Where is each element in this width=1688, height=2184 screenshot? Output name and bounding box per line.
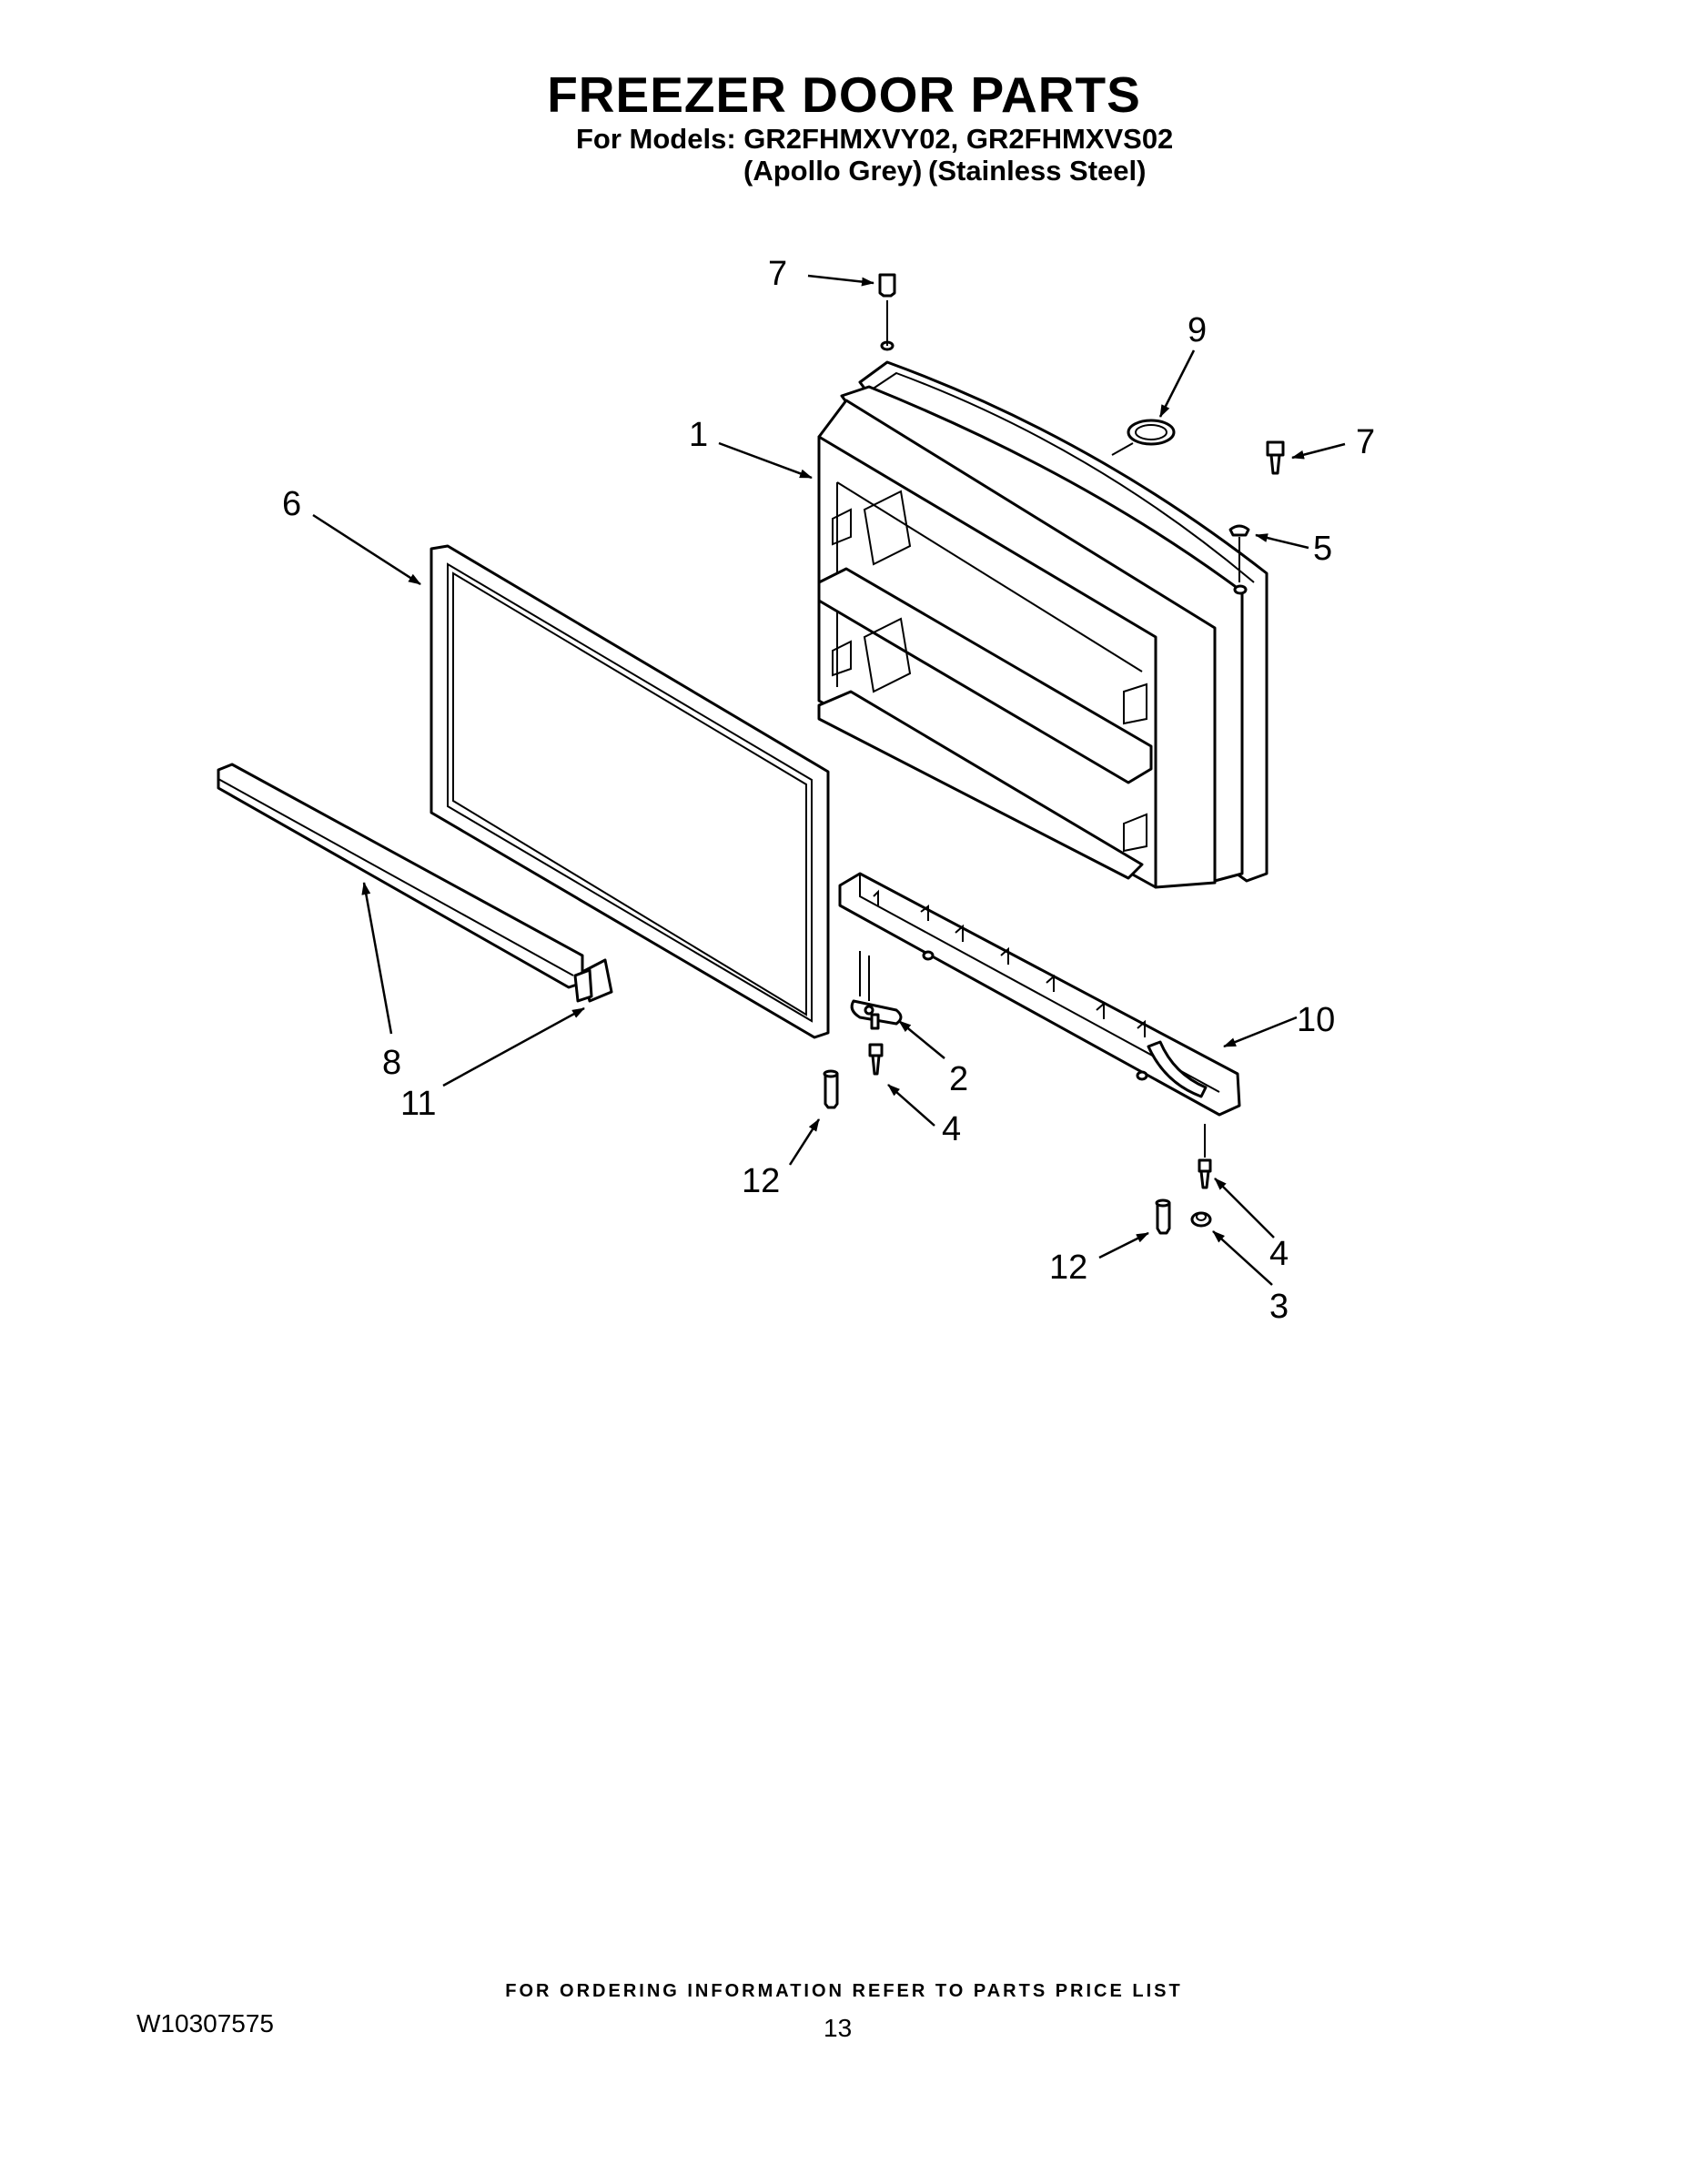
color-label-apollo-grey: (Apollo Grey) [743,155,923,187]
hinge-gasket-ring-part [1111,419,1176,456]
callout-labels: 7 9 1 7 5 6 8 11 10 2 4 12 4 3 12 [282,255,1375,1326]
callout-12-left: 12 [742,1162,780,1200]
callout-6: 6 [282,485,301,523]
callout-2: 2 [949,1060,968,1098]
document-number: W10307575 [136,2009,275,2037]
callout-12-right: 12 [1049,1249,1087,1287]
callout-11: 11 [400,1085,436,1123]
hole-plug-part [1228,524,1250,582]
callout-10: 10 [1297,1001,1335,1039]
color-label-stainless-steel: (Stainless Steel) [928,155,1147,187]
handle-nut-part [1190,1211,1212,1228]
callout-8: 8 [382,1044,401,1082]
callout-3: 3 [1269,1288,1289,1326]
door-liner-part [817,340,1269,889]
ordering-note: FOR ORDERING INFORMATION REFER TO PARTS … [505,1981,1183,2001]
callout-4-right: 4 [1269,1235,1289,1273]
trim-end-cap-part [573,958,613,1003]
callout-4-left: 4 [942,1110,961,1148]
handle-screw-part [1198,1124,1212,1189]
callout-7-top: 7 [768,255,787,293]
leader-lines [312,274,1346,1286]
shoulder-screw-left-part [823,1069,839,1109]
door-handle-part [838,872,1241,1117]
door-gasket-part [430,544,830,1039]
shoulder-screw-right-part [1155,1198,1171,1235]
page-number: 13 [824,2014,853,2042]
bottom-hinge-part [850,951,903,1030]
hinge-screw-part [868,1043,884,1076]
door-screw-part [1266,440,1285,475]
callout-5: 5 [1313,530,1332,568]
callout-7-right: 7 [1356,423,1375,461]
models-line: For Models: GR2FHMXVY02, GR2FHMXVS02 [576,123,1174,155]
top-hinge-pin-part [878,273,896,346]
callout-1: 1 [689,416,708,454]
callout-9: 9 [1188,311,1207,349]
page-title: FREEZER DOOR PARTS [547,66,1141,123]
